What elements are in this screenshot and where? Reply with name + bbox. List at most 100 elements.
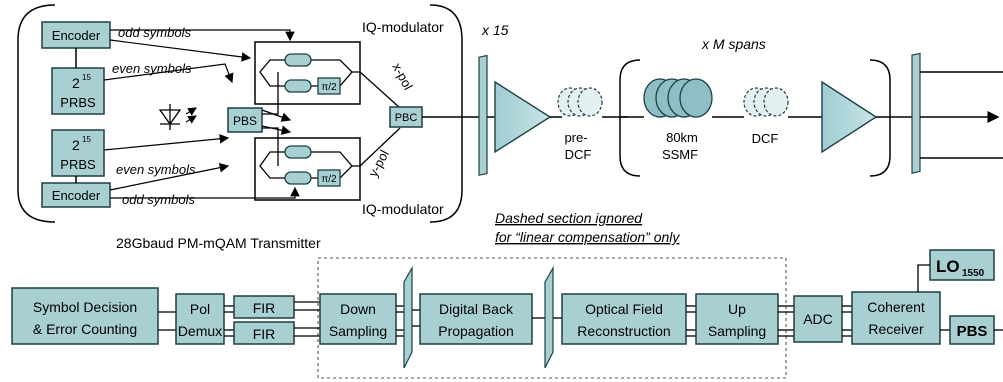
- dsp-loop-switch-right: [544, 265, 554, 369]
- arrow-enc-top-2: [109, 39, 252, 62]
- iq-modulator-top: [254, 41, 361, 105]
- phase-shift-bottom: [317, 169, 341, 187]
- phase-shift-bottom-label: π/2: [321, 174, 337, 185]
- fir-top-box: [233, 295, 295, 319]
- prbs-bottom-base: 2: [72, 137, 80, 153]
- lo-label: LO: [936, 257, 960, 276]
- mzm-bottom-2: [284, 171, 312, 185]
- amplifier-booster: [494, 80, 552, 154]
- digital-back-propagation-box: [419, 293, 533, 345]
- odd-symbols-bottom: odd symbols: [122, 192, 195, 207]
- pol-demux-line-2: Demux: [178, 323, 222, 339]
- transmitter-caption: 28Gbaud PM-mQAM Transmitter: [116, 235, 321, 251]
- transmitter-bracket: [17, 4, 463, 223]
- ssmf-label-1: 80km: [666, 130, 698, 145]
- arrow-enc-bot-3: [110, 186, 300, 199]
- pbs-box: [227, 107, 263, 133]
- note-line-1: Dashed section ignored: [495, 210, 643, 226]
- pbs-label: PBS: [233, 114, 257, 128]
- adc-box: [793, 295, 843, 343]
- spans-count-label: x M spans: [701, 36, 766, 52]
- laser-diode-icon: [158, 104, 197, 130]
- symbol-decision-box: [11, 287, 159, 345]
- symbol-decision-line-1: Symbol Decision: [33, 299, 137, 315]
- amplifier-inline: [821, 80, 878, 154]
- ofr-line-1: Optical Field: [585, 301, 663, 317]
- pre-dcf-coil-icon: [557, 87, 603, 117]
- prbs-bottom-name: PRBS: [60, 157, 96, 172]
- loop-count-label: x 15: [481, 22, 509, 38]
- up-sampling-line-1: Up: [728, 301, 746, 317]
- prbs-bottom-exp: 15: [82, 135, 91, 144]
- pbs-to-bot-mod: [262, 127, 279, 166]
- prbs-bottom-box: [51, 129, 105, 177]
- ofr-line-2: Reconstruction: [577, 323, 670, 339]
- arrow-enc-top-1: [110, 29, 295, 42]
- dsp-loop-switch-left: [403, 265, 413, 369]
- top-mod-to-pbc: [359, 71, 401, 109]
- mzm-top-2: [284, 79, 312, 93]
- prbs-top-exp: 15: [82, 73, 91, 82]
- dashed-section: [317, 257, 787, 379]
- note-line-2: for “linear compensation” only: [495, 229, 680, 245]
- pol-demux-line-1: Pol: [190, 301, 210, 317]
- coherent-receiver-box: [851, 291, 941, 345]
- lo-subscript: 1550: [962, 268, 985, 279]
- iq-modulator-top-label: IQ-modulator: [362, 19, 444, 35]
- encoder-top-label: Encoder: [52, 28, 101, 43]
- y-pol-label: y-pol: [365, 147, 392, 179]
- dcf-label: DCF: [752, 131, 779, 146]
- pre-dcf-label-2: DCF: [565, 147, 592, 162]
- lo-to-coherent: [917, 264, 930, 292]
- encoder-top-box: [41, 21, 111, 49]
- mzm-top-1: [284, 53, 312, 67]
- dcf-coil-icon: [743, 87, 789, 117]
- even-symbols-top: even symbols: [112, 61, 192, 76]
- pre-dcf-label-1: pre-: [564, 130, 587, 145]
- mzm-bottom-1: [284, 145, 312, 159]
- span-bracket-left: [619, 59, 641, 177]
- span-bracket-right: [869, 59, 891, 177]
- dbp-line-2: Propagation: [438, 323, 514, 339]
- x-pol-label: x-pol: [389, 60, 416, 92]
- down-sampling-line-2: Sampling: [329, 323, 387, 339]
- odd-symbols-top: odd symbols: [118, 25, 191, 40]
- iq-modulator-bottom: [254, 137, 361, 201]
- fir-bottom-box: [233, 321, 295, 345]
- pbs-cross-arrow-2: [261, 125, 292, 135]
- arrow-enc-bot-2: [109, 162, 230, 191]
- coherent-line-1: Coherent: [867, 299, 925, 315]
- encoder-bottom-label: Encoder: [52, 188, 101, 203]
- adc-label: ADC: [803, 311, 833, 327]
- coherent-line-2: Receiver: [868, 321, 924, 337]
- pbc-label: PBC: [395, 112, 418, 124]
- encoder-bottom-box: [41, 182, 111, 208]
- receiver-pbs-box: [949, 315, 995, 345]
- ssmf-label-2: SSMF: [662, 147, 698, 162]
- loop-switch-right: [911, 52, 921, 174]
- optical-field-reconstruction-box: [561, 293, 687, 345]
- even-symbols-bottom: even symbols: [116, 162, 196, 177]
- fir-bottom-label: FIR: [253, 326, 276, 342]
- arrow-enc-top-3: [103, 63, 234, 84]
- bot-mod-to-pbc: [359, 127, 401, 167]
- pol-demux-box: [175, 293, 225, 345]
- prbs-top-box: [51, 67, 105, 115]
- arrow-enc-bot-1: [103, 134, 230, 151]
- phase-shift-top: [317, 77, 341, 95]
- dbp-line-1: Digital Back: [439, 301, 514, 317]
- receiver-pbs-label: PBS: [957, 323, 988, 340]
- symbol-decision-line-2: & Error Counting: [33, 321, 137, 337]
- iq-modulator-bottom-label: IQ-modulator: [362, 201, 444, 217]
- up-sampling-box: [695, 293, 779, 345]
- prbs-top-base: 2: [72, 75, 80, 91]
- pbs-cross-arrow-1: [261, 109, 292, 122]
- loop-switch-left: [478, 54, 488, 176]
- ssmf-coil-icon: [643, 78, 713, 118]
- prbs-top-name: PRBS: [60, 95, 96, 110]
- fir-top-label: FIR: [253, 300, 276, 316]
- down-sampling-box: [319, 293, 397, 345]
- phase-shift-top-label: π/2: [321, 82, 337, 93]
- down-sampling-line-1: Down: [340, 301, 376, 317]
- up-sampling-line-2: Sampling: [708, 323, 766, 339]
